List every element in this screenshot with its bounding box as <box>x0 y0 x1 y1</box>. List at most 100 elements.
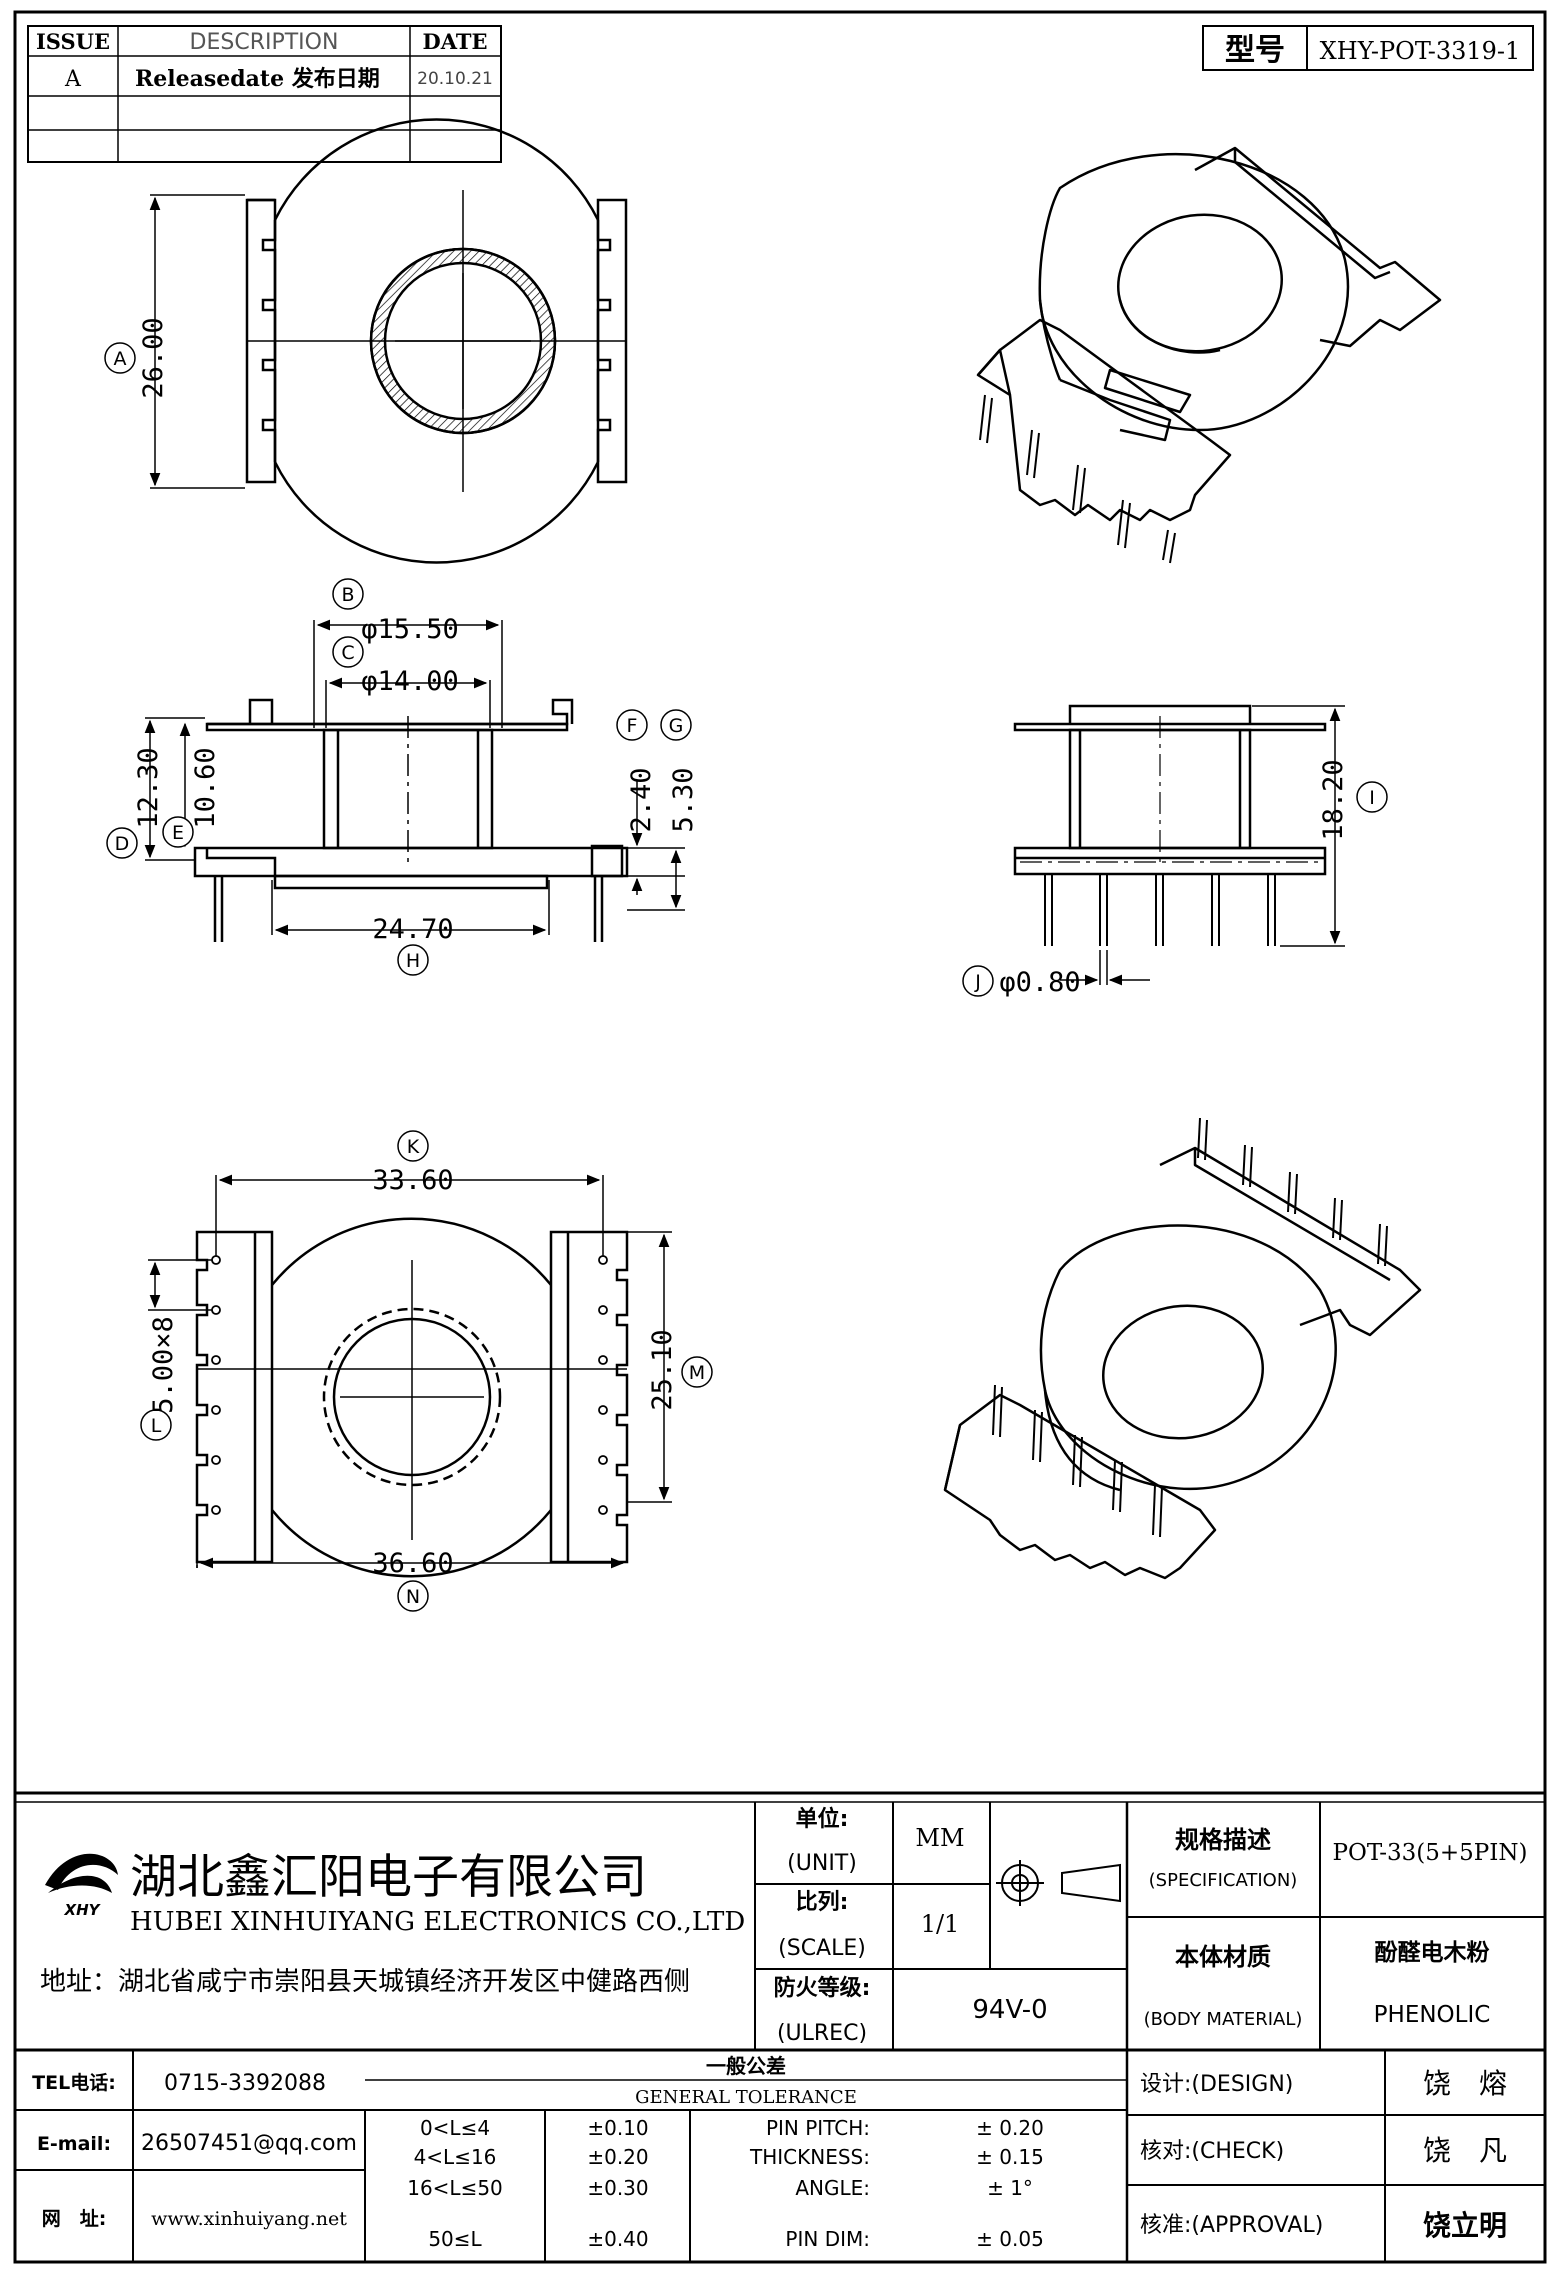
unit-label: 单位: <box>796 1806 849 1832</box>
dim-k <box>215 1130 604 1256</box>
material-label: 本体材质 <box>1175 1943 1271 1971</box>
dim-e-value: 10.60 <box>190 747 221 828</box>
company-name-cn: 湖北鑫汇阳电子有限公司 <box>130 1850 647 1905</box>
dim-g-letter: G <box>669 715 684 737</box>
dim-b-c <box>313 578 503 728</box>
tol-value-4: ±0.40 <box>587 2227 648 2251</box>
top-view-centerlines <box>247 190 626 492</box>
dim-b-value: φ15.50 <box>361 614 459 645</box>
tolerance-title-en: GENERAL TOLERANCE <box>635 2087 857 2108</box>
dim-f-g <box>616 709 692 911</box>
dim-n-letter: N <box>406 1586 420 1608</box>
dim-c-value: φ14.00 <box>361 666 459 697</box>
dim-c-letter: C <box>341 642 354 664</box>
bottom-view-centerlines <box>197 1260 627 1540</box>
dim-k-value: 33.60 <box>372 1165 453 1196</box>
scale-label-en: (SCALE) <box>778 1936 866 1961</box>
dim-i <box>1252 705 1388 947</box>
tol-range-4: 50≤L <box>428 2227 482 2251</box>
tol-item-1: PIN PITCH: <box>766 2116 870 2140</box>
material-label-en: (BODY MATERIAL) <box>1144 2009 1303 2030</box>
web-label: 网 址: <box>42 2208 107 2230</box>
dim-n-value: 36.60 <box>372 1548 453 1579</box>
approval-label: 核准:(APPROVAL) <box>1140 2213 1323 2238</box>
dim-b-letter: B <box>341 584 354 606</box>
projection-symbol-icon <box>996 1860 1121 1906</box>
dim-d-value: 12.30 <box>133 747 164 828</box>
design-label: 设计:(DESIGN) <box>1140 2072 1293 2097</box>
email-label: E-mail: <box>37 2133 111 2155</box>
tol-value-3: ±0.30 <box>587 2176 648 2200</box>
dim-h-value: 24.70 <box>372 914 453 945</box>
rev-row-date: 20.10.21 <box>417 69 493 89</box>
dim-d-letter: D <box>115 833 130 855</box>
dim-j-value: φ0.80 <box>999 967 1080 998</box>
tol-item-value-4: ± 0.05 <box>976 2227 1044 2251</box>
isometric-view-bottom <box>943 1117 1422 1580</box>
dim-m-letter: M <box>689 1362 705 1384</box>
company-logo: XHY <box>45 1853 118 1919</box>
dim-l-value: 5.00×8 <box>148 1316 179 1414</box>
tol-range-2: 4<L≤16 <box>414 2145 497 2169</box>
side-view-centerlines <box>1020 716 1320 866</box>
sheet-border <box>13 10 1547 2264</box>
tolerance-title-cn: 一般公差 <box>706 2054 786 2078</box>
dim-f-letter: F <box>627 715 638 737</box>
scale-label: 比列: <box>796 1890 849 1915</box>
company-address: 地址：湖北省咸宁市崇阳县天城镇经济开发区中健路西侧 <box>40 1967 690 1997</box>
dim-g-value: 5.30 <box>668 767 699 832</box>
material-value-cn: 酚醛电木粉 <box>1375 1940 1490 1966</box>
rev-row-issue: A <box>64 67 82 92</box>
email-value: 26507451@qq.com <box>141 2131 357 2156</box>
dim-m-value: 25.10 <box>647 1329 678 1410</box>
check-value: 饶 凡 <box>1423 2134 1507 2167</box>
dim-a <box>104 194 245 489</box>
isometric-view-top <box>976 146 1442 564</box>
model-label: 型号 <box>1225 33 1285 68</box>
dim-i-letter: I <box>1369 787 1375 809</box>
company-name-en: HUBEI XINHUIYANG ELECTRONICS CO.,LTD <box>130 1907 745 1937</box>
tol-item-3: ANGLE: <box>795 2176 870 2200</box>
tol-value-1: ±0.10 <box>587 2116 648 2140</box>
rev-header-issue: ISSUE <box>36 29 110 54</box>
design-value: 饶 熔 <box>1423 2067 1507 2100</box>
rev-header-description: DESCRIPTION <box>190 30 339 55</box>
dim-n <box>196 1557 625 1612</box>
unit-value: MM <box>915 1824 964 1852</box>
tel-label: TEL电话: <box>32 2071 116 2094</box>
tol-item-value-2: ± 0.15 <box>976 2145 1044 2169</box>
tol-item-value-1: ± 0.20 <box>976 2116 1044 2140</box>
tol-value-2: ±0.20 <box>587 2145 648 2169</box>
title-block-grid <box>15 1791 1545 2262</box>
spec-value: POT-33(5+5PIN) <box>1333 1840 1528 1866</box>
material-value-en: PHENOLIC <box>1374 2002 1491 2028</box>
dim-a-letter: A <box>114 348 127 370</box>
tol-range-1: 0<L≤4 <box>420 2116 490 2140</box>
model-box <box>1202 25 1534 71</box>
dim-m <box>627 1231 713 1503</box>
dim-j-letter: J <box>974 971 981 993</box>
dim-d-e <box>106 717 205 861</box>
dim-k-letter: K <box>407 1136 420 1158</box>
dim-e-letter: E <box>172 822 184 844</box>
flame-value: 94V-0 <box>972 1995 1047 2025</box>
tol-range-3: 16<L≤50 <box>407 2176 503 2200</box>
tol-item-value-3: ± 1° <box>987 2176 1033 2200</box>
check-label: 核对:(CHECK) <box>1140 2139 1284 2164</box>
dim-i-value: 18.20 <box>1318 759 1349 840</box>
tol-item-2: THICKNESS: <box>749 2145 870 2169</box>
unit-label-en: (UNIT) <box>787 1851 857 1876</box>
dim-a-value: 26.00 <box>138 317 169 398</box>
approval-value: 饶立明 <box>1423 2209 1507 2242</box>
dim-l <box>140 1259 212 1441</box>
dim-l-letter: L <box>151 1415 162 1437</box>
front-view <box>193 698 629 942</box>
revision-table <box>27 25 502 163</box>
dim-f-value: 2.40 <box>626 767 657 832</box>
rev-header-date: DATE <box>423 29 488 54</box>
logo-text: XHY <box>64 1901 102 1919</box>
tol-item-4: PIN DIM: <box>785 2227 870 2251</box>
dim-j <box>962 950 1150 997</box>
